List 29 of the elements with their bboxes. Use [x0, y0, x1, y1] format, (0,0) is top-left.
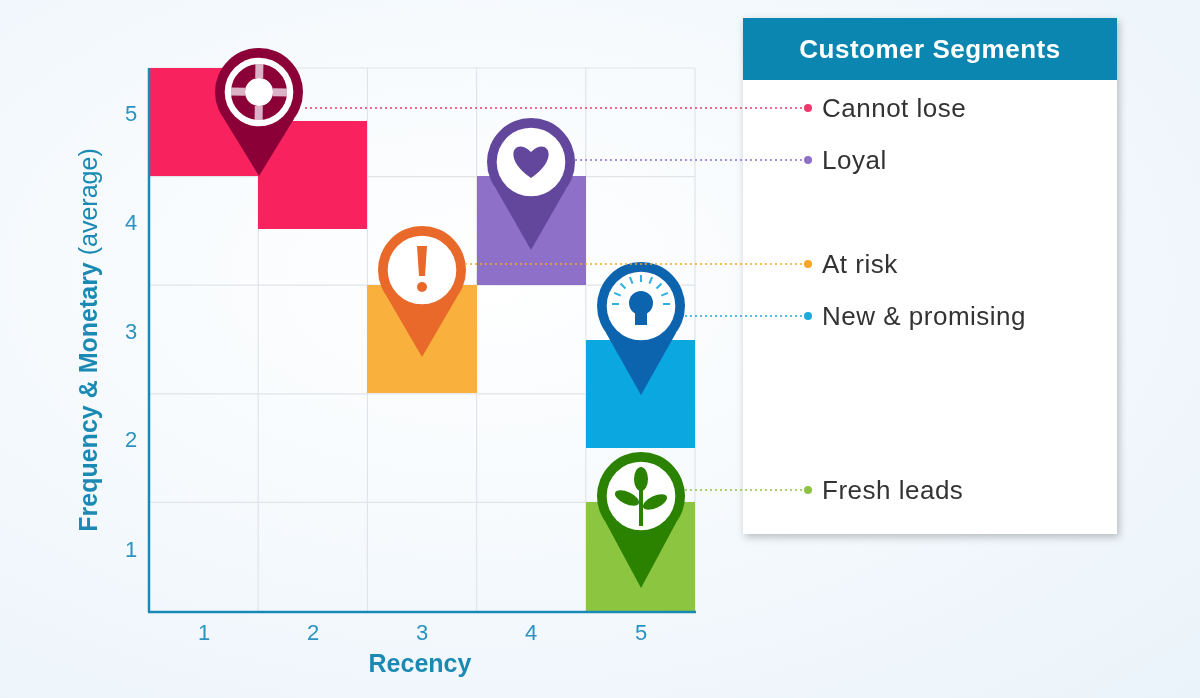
leader-line [574, 156, 813, 164]
axis-tick-label: 2 [123, 427, 139, 453]
light-bulb-pin-icon [597, 262, 685, 395]
leader-line [684, 486, 813, 494]
sprout-pin-icon [597, 452, 685, 588]
segment-label: At risk [812, 248, 898, 280]
panel-heading: Customer Segments [743, 18, 1117, 80]
segment-label: Fresh leads [812, 474, 964, 506]
axis-tick-label: 2 [305, 620, 321, 646]
axis-tick-label: 5 [123, 101, 139, 127]
leader-line [684, 312, 813, 320]
segment-label: Loyal [812, 144, 887, 176]
heart-pin-icon [487, 118, 575, 250]
axis-tick-label: 3 [123, 319, 139, 345]
axis-tick-label: 3 [414, 620, 430, 646]
axis-tick-label: 4 [123, 210, 139, 236]
axis-title: Recency [368, 648, 472, 678]
axis-tick-label: 4 [523, 620, 539, 646]
segment-label: New & promising [812, 300, 1026, 332]
axis-title: Frequency & Monetary (average) [73, 148, 103, 532]
segment-label: Cannot lose [812, 92, 967, 124]
exclamation-pin-icon [378, 226, 466, 357]
axis-tick-label: 1 [196, 620, 212, 646]
lifebuoy-pin-icon [215, 48, 303, 176]
axis-tick-label: 5 [633, 620, 649, 646]
leader-line [302, 104, 813, 112]
leader-line [465, 260, 813, 268]
legend-panel [743, 18, 1117, 534]
axis-tick-label: 1 [123, 537, 139, 563]
